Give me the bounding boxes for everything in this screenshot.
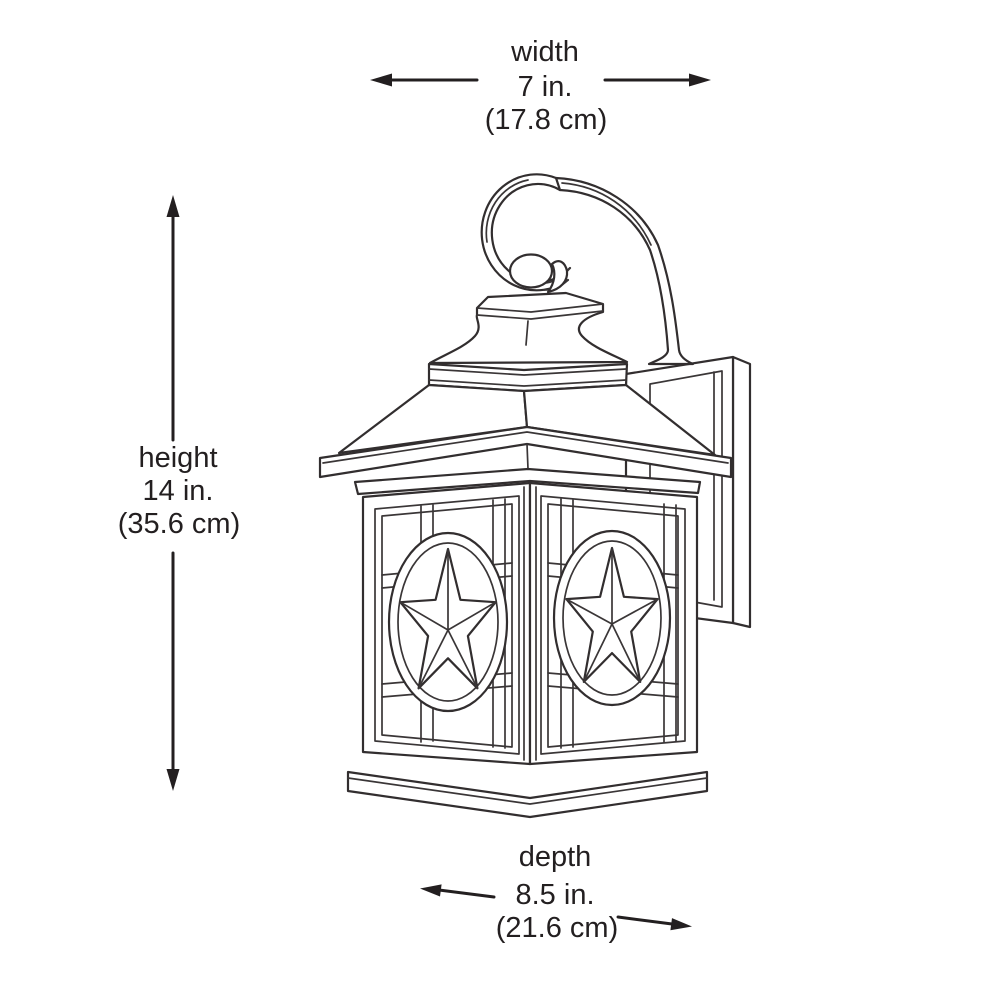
- width-value-imperial: 7 in.: [518, 71, 573, 103]
- star-medallion-left: [387, 531, 509, 713]
- width-arrow-right-head: [689, 73, 711, 87]
- width-dimension: width 7 in. (17.8 cm): [370, 36, 711, 136]
- depth-arrow-left-head: [420, 884, 442, 897]
- depth-arrow-left-line: [437, 888, 496, 899]
- height-dimension: height 14 in. (35.6 cm): [118, 195, 240, 791]
- height-label: height: [138, 442, 217, 474]
- height-arrow-up-head: [166, 195, 180, 217]
- width-label: width: [510, 36, 579, 68]
- lantern-body: [361, 481, 699, 766]
- base-band: [346, 770, 709, 819]
- height-value-imperial: 14 in.: [143, 475, 214, 507]
- width-value-metric: (17.8 cm): [485, 104, 607, 136]
- arm-strap: [554, 176, 695, 366]
- depth-value-imperial: 8.5 in.: [516, 879, 595, 911]
- cap-bottom-molding: [428, 379, 627, 387]
- star-medallion-right: [552, 529, 672, 707]
- arm-strap-highlight: [561, 182, 652, 246]
- width-arrow-left-head: [370, 73, 392, 87]
- eave-band: [318, 425, 733, 479]
- roof-cap: [427, 362, 629, 393]
- depth-arrow-right-line: [616, 915, 674, 926]
- finial-plinth-line-lower: [476, 310, 604, 320]
- depth-arrow-right-head: [670, 918, 692, 931]
- eave-corner-joint: [526, 443, 529, 470]
- eave-band-molding: [322, 431, 729, 464]
- scroll-arm: [480, 173, 695, 366]
- height-arrow-down-head: [166, 769, 180, 791]
- scroll-leaf-tip: [546, 260, 569, 294]
- plate-side-face: [731, 355, 752, 629]
- height-value-metric: (35.6 cm): [118, 508, 240, 540]
- finial-silhouette: [428, 291, 629, 365]
- finial-neck-corner: [525, 320, 529, 346]
- finial: [428, 291, 629, 365]
- scroll-ball: [508, 253, 554, 289]
- scroll-loop-outer: [480, 173, 570, 292]
- depth-dimension: depth 8.5 in. (21.6 cm): [420, 841, 692, 944]
- depth-value-metric: (21.6 cm): [496, 912, 618, 944]
- corner-mullion: [523, 486, 537, 761]
- base-top-molding: [347, 777, 708, 805]
- cornice-step: [353, 467, 702, 496]
- cap-top-molding: [428, 368, 627, 376]
- star-bevel-lines: [399, 548, 497, 690]
- medallion-ring-inner: [397, 542, 499, 702]
- medallion-ring-inner: [562, 540, 662, 696]
- depth-label: depth: [519, 841, 592, 873]
- scroll-loop-highlight: [485, 179, 529, 243]
- finial-plinth-line-upper: [476, 303, 604, 313]
- base-platform: [346, 770, 709, 819]
- cornice: [318, 425, 733, 496]
- star-bevel-lines: [565, 547, 659, 683]
